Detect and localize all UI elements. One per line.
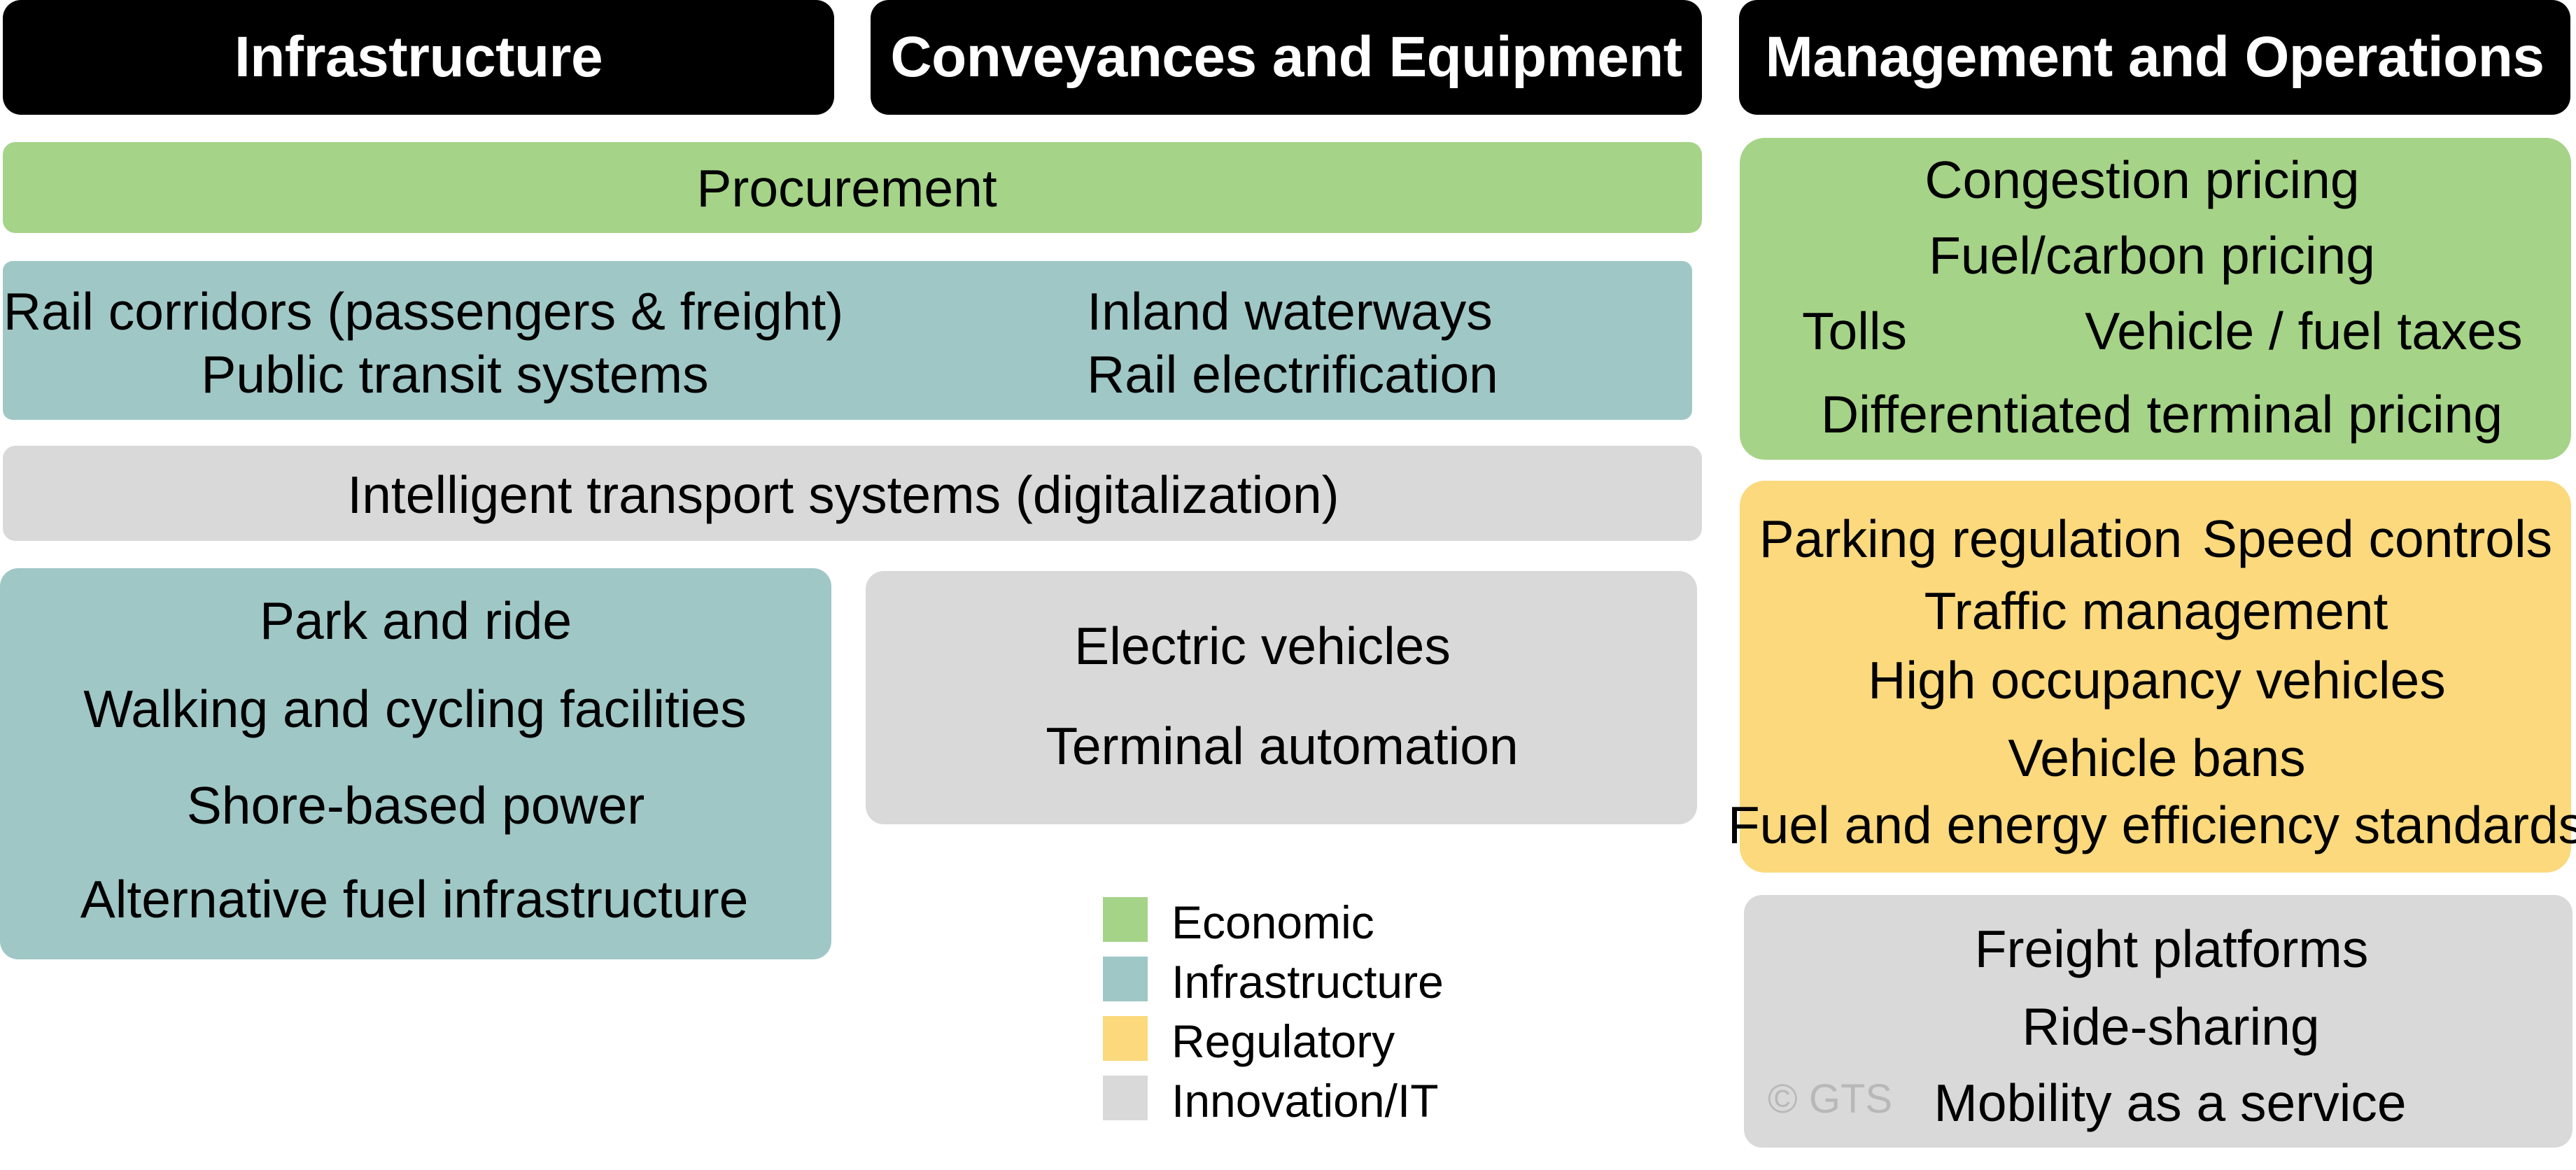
equipment-items-box — [866, 571, 1697, 824]
inland-waterways-text: Inland waterways — [1087, 282, 1493, 341]
traffic-management-text: Traffic management — [1924, 582, 2388, 640]
terminal-automation-text: Terminal automation — [1046, 717, 1519, 775]
header-conveyances-label: Conveyances and Equipment — [890, 25, 1682, 89]
header-infrastructure-label: Infrastructure — [234, 25, 603, 89]
parking-regulation-text: Parking regulation — [1759, 509, 2183, 568]
rail-corridors-text: Rail corridors (passengers & freight) — [3, 282, 844, 341]
speed-controls-text: Speed controls — [2202, 509, 2553, 568]
congestion-pricing-text: Congestion pricing — [1924, 150, 2360, 209]
tolls-text: Tolls — [1801, 302, 1908, 360]
copyright-text: © GTS — [1768, 1076, 1893, 1122]
rail-electrification-text: Rail electrification — [1087, 345, 1498, 404]
terminal-pricing-text: Differentiated terminal pricing — [1820, 385, 2503, 444]
infrastructure-items-box — [0, 568, 831, 959]
header-management-label: Management and Operations — [1765, 25, 2545, 89]
park-and-ride-text: Park and ride — [259, 591, 572, 650]
header-management: Management and Operations — [1739, 0, 2570, 115]
shore-power-text: Shore-based power — [186, 776, 645, 835]
fuel-carbon-pricing-text: Fuel/carbon pricing — [1929, 226, 2375, 285]
legend-swatch-infrastructure — [1103, 957, 1148, 1001]
legend-label-innovation: Innovation/IT — [1171, 1075, 1439, 1127]
vehicle-bans-text: Vehicle bans — [2008, 728, 2306, 787]
legend-label-economic: Economic — [1171, 896, 1374, 948]
its-box — [3, 446, 1702, 541]
vehicle-fuel-taxes-text: Vehicle / fuel taxes — [2085, 302, 2523, 360]
legend-swatch-regulatory — [1103, 1016, 1148, 1061]
alt-fuel-text: Alternative fuel infrastructure — [80, 870, 749, 929]
innovation-measures-box — [1744, 895, 2573, 1148]
efficiency-standards-text: Fuel and energy efficiency standards — [1727, 796, 2576, 854]
economic-measures-box — [1740, 138, 2571, 460]
procurement-label: Procurement — [696, 159, 997, 218]
procurement-box — [3, 142, 1702, 233]
walking-cycling-text: Walking and cycling facilities — [83, 679, 747, 738]
legend-label-infrastructure: Infrastructure — [1171, 956, 1444, 1008]
regulatory-measures-box — [1740, 481, 2571, 873]
its-label: Intelligent transport systems (digitaliz… — [347, 465, 1339, 524]
legend-swatch-economic — [1103, 897, 1148, 942]
ride-sharing-text: Ride-sharing — [2022, 997, 2320, 1056]
mobility-service-text: Mobility as a service — [1934, 1073, 2407, 1132]
header-conveyances: Conveyances and Equipment — [871, 0, 1702, 115]
legend-label-regulatory: Regulatory — [1171, 1015, 1395, 1067]
high-occupancy-text: High occupancy vehicles — [1868, 651, 2446, 710]
rail-transit-box — [3, 261, 1692, 420]
public-transit-text: Public transit systems — [201, 345, 709, 404]
electric-vehicles-text: Electric vehicles — [1074, 616, 1451, 675]
freight-platforms-text: Freight platforms — [1974, 919, 2369, 978]
header-infrastructure: Infrastructure — [3, 0, 834, 115]
legend-swatch-innovation — [1103, 1076, 1148, 1120]
